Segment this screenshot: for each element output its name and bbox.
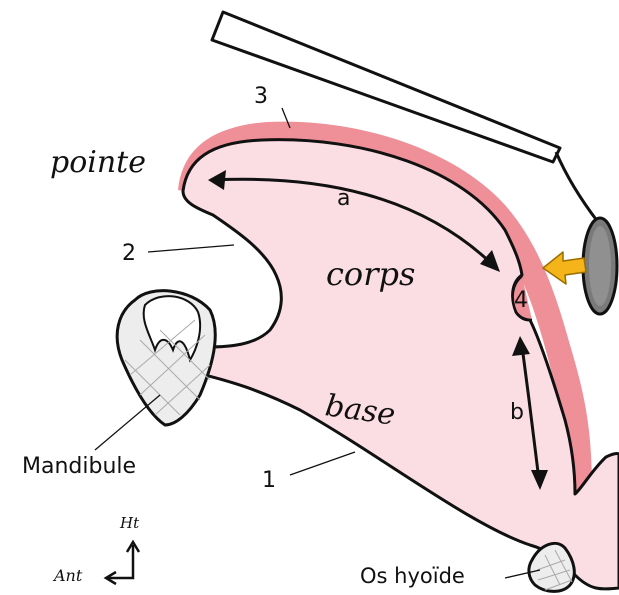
probe-head-shade xyxy=(589,226,611,306)
label-a: a xyxy=(337,188,350,210)
leader-2 xyxy=(148,245,234,252)
tooth-icon xyxy=(117,291,215,425)
label-4: 4 xyxy=(514,290,528,312)
label-ht: Ht xyxy=(120,516,139,531)
label-mandibule: Mandibule xyxy=(22,456,136,478)
hyoid-bone-icon xyxy=(529,543,574,591)
label-os-hyoide: Os hyoïde xyxy=(360,566,465,587)
yellow-arrow-icon xyxy=(543,252,586,284)
label-3: 3 xyxy=(254,86,268,108)
label-b: b xyxy=(510,402,524,424)
leader-mandibule xyxy=(95,395,160,450)
probe-cable xyxy=(556,152,598,222)
leader-1 xyxy=(290,452,355,475)
label-2: 2 xyxy=(122,243,136,265)
label-1: 1 xyxy=(262,470,276,492)
label-pointe: pointe xyxy=(50,148,146,178)
label-ant: Ant xyxy=(54,568,82,584)
label-corps: corps xyxy=(326,258,415,290)
orientation-axes-icon xyxy=(106,542,139,584)
